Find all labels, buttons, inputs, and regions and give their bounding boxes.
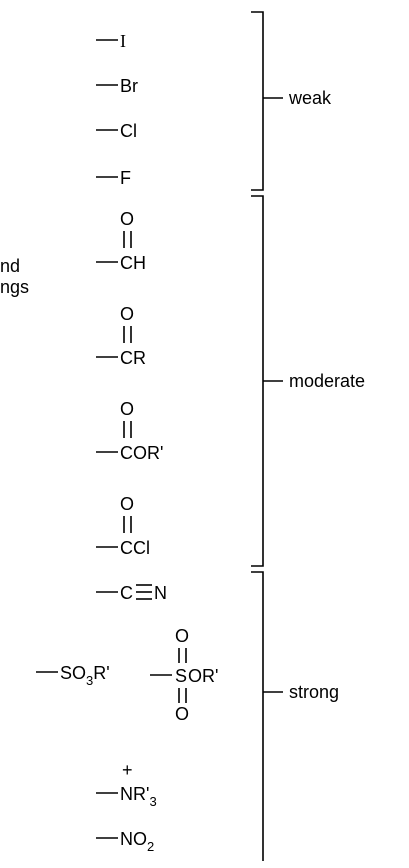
nitrile-carbon: C: [120, 583, 133, 603]
ester-oxygen: O: [120, 399, 134, 419]
acyl-chloride-oxygen: O: [120, 494, 134, 514]
nitrile-nitrogen: N: [154, 583, 167, 603]
bracket-moderate: [251, 195, 264, 567]
sulfonyl-bottom-oxygen: O: [175, 704, 189, 724]
aldehyde-oxygen: O: [120, 209, 134, 229]
group-moderate-label: moderate: [289, 371, 365, 391]
label-nitro: NO2: [120, 829, 154, 854]
label-aldehyde: CH: [120, 253, 146, 273]
label-fluoro: F: [120, 168, 131, 188]
ammonium-plus: +: [122, 760, 133, 780]
group-strong-label: strong: [289, 682, 339, 702]
label-ester: COR': [120, 443, 163, 463]
label-acyl-chloride: CCl: [120, 538, 150, 558]
label-ketone: CR: [120, 348, 146, 368]
sulfonyl-sulfur: S: [175, 666, 187, 686]
label-iodo: I: [120, 31, 126, 51]
label-sulfonate: SO3R': [60, 663, 110, 688]
left-text-line2: ngs: [0, 277, 29, 297]
sulfonyl-top-oxygen: O: [175, 626, 189, 646]
bracket-strong: [251, 571, 264, 861]
label-bromo: Br: [120, 76, 138, 96]
ketone-oxygen: O: [120, 304, 134, 324]
group-weak-label: weak: [288, 88, 332, 108]
label-ammonium: NR'3: [120, 784, 157, 809]
bracket-weak: [251, 11, 264, 191]
label-chloro: Cl: [120, 121, 137, 141]
left-text-line1: nd: [0, 256, 20, 276]
sulfonyl-tail: OR': [188, 666, 218, 686]
